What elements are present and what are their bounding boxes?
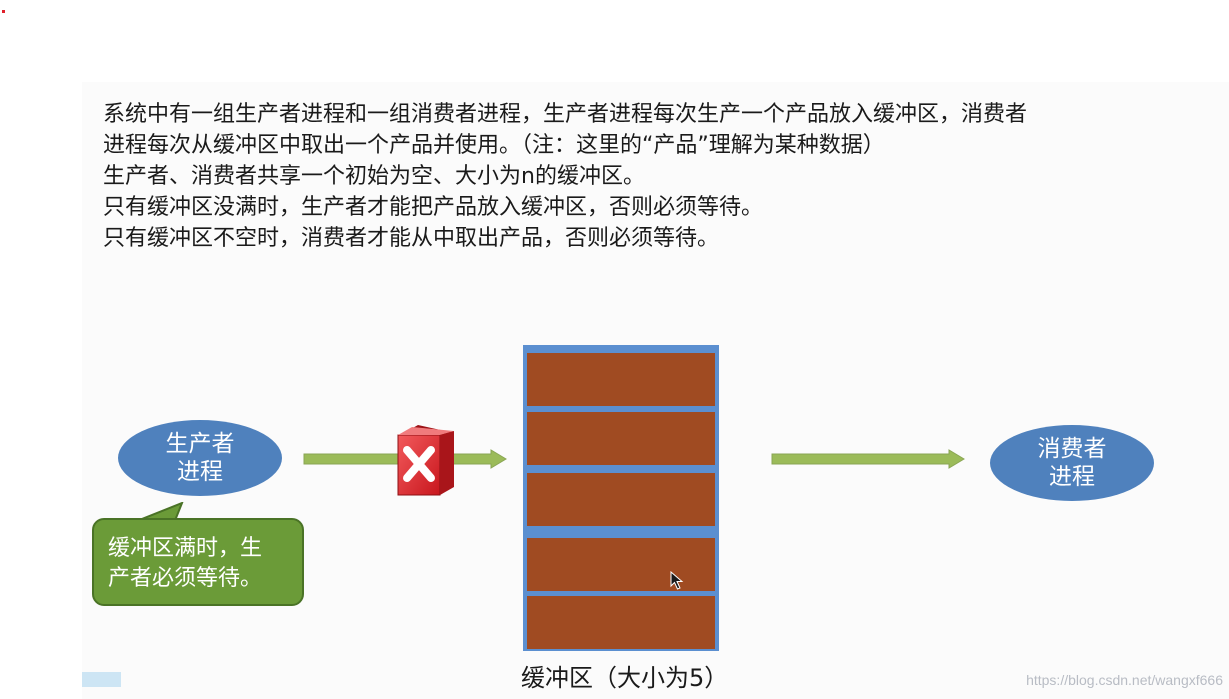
consumer-label-line-2: 进程	[1049, 464, 1095, 490]
buffer	[523, 345, 719, 651]
producer-label-line-1: 生产者	[165, 431, 235, 457]
description-line-5: 只有缓冲区不空时，消费者才能从中取出产品，否则必须等待。	[103, 226, 720, 251]
consumer-label-line-1: 消费者	[1037, 436, 1107, 462]
buffer-label: 缓冲区（大小为5）	[521, 664, 729, 692]
description-line-3: 生产者、消费者共享一个初始为空、大小为n的缓冲区。	[103, 164, 645, 189]
description-line-4: 只有缓冲区没满时，生产者才能把产品放入缓冲区，否则必须等待。	[103, 195, 764, 220]
buffer-to-consumer-arrow	[771, 449, 965, 469]
corner-tab	[82, 672, 121, 687]
marker-dot	[2, 10, 5, 13]
producer-process-node: 生产者 进程	[118, 420, 282, 496]
buffer-slot	[527, 538, 715, 591]
mouse-pointer-icon	[670, 571, 684, 590]
buffer-slot	[527, 412, 715, 465]
producer-label-line-2: 进程	[177, 459, 223, 485]
problem-description: 系统中有一组生产者进程和一组消费者进程，生产者进程每次生产一个产品放入缓冲区，消…	[103, 99, 1213, 254]
description-line-2: 进程每次从缓冲区中取出一个产品并使用。（注：这里的“产品”理解为某种数据）	[103, 133, 885, 158]
callout-line-1: 缓冲区满时，生	[108, 536, 263, 561]
description-line-1: 系统中有一组生产者进程和一组消费者进程，生产者进程每次生产一个产品放入缓冲区，消…	[103, 102, 1028, 127]
buffer-slot	[527, 353, 715, 406]
buffer-full-callout: 缓冲区满时，生 产者必须等待。	[92, 518, 304, 606]
buffer-slot	[527, 596, 715, 649]
consumer-process-node: 消费者 进程	[990, 425, 1154, 501]
callout-line-2: 产者必须等待。	[108, 566, 263, 591]
buffer-slot	[527, 473, 715, 526]
watermark: https://blog.csdn.net/wangxf666	[1026, 672, 1223, 688]
red-x-icon	[397, 425, 454, 496]
